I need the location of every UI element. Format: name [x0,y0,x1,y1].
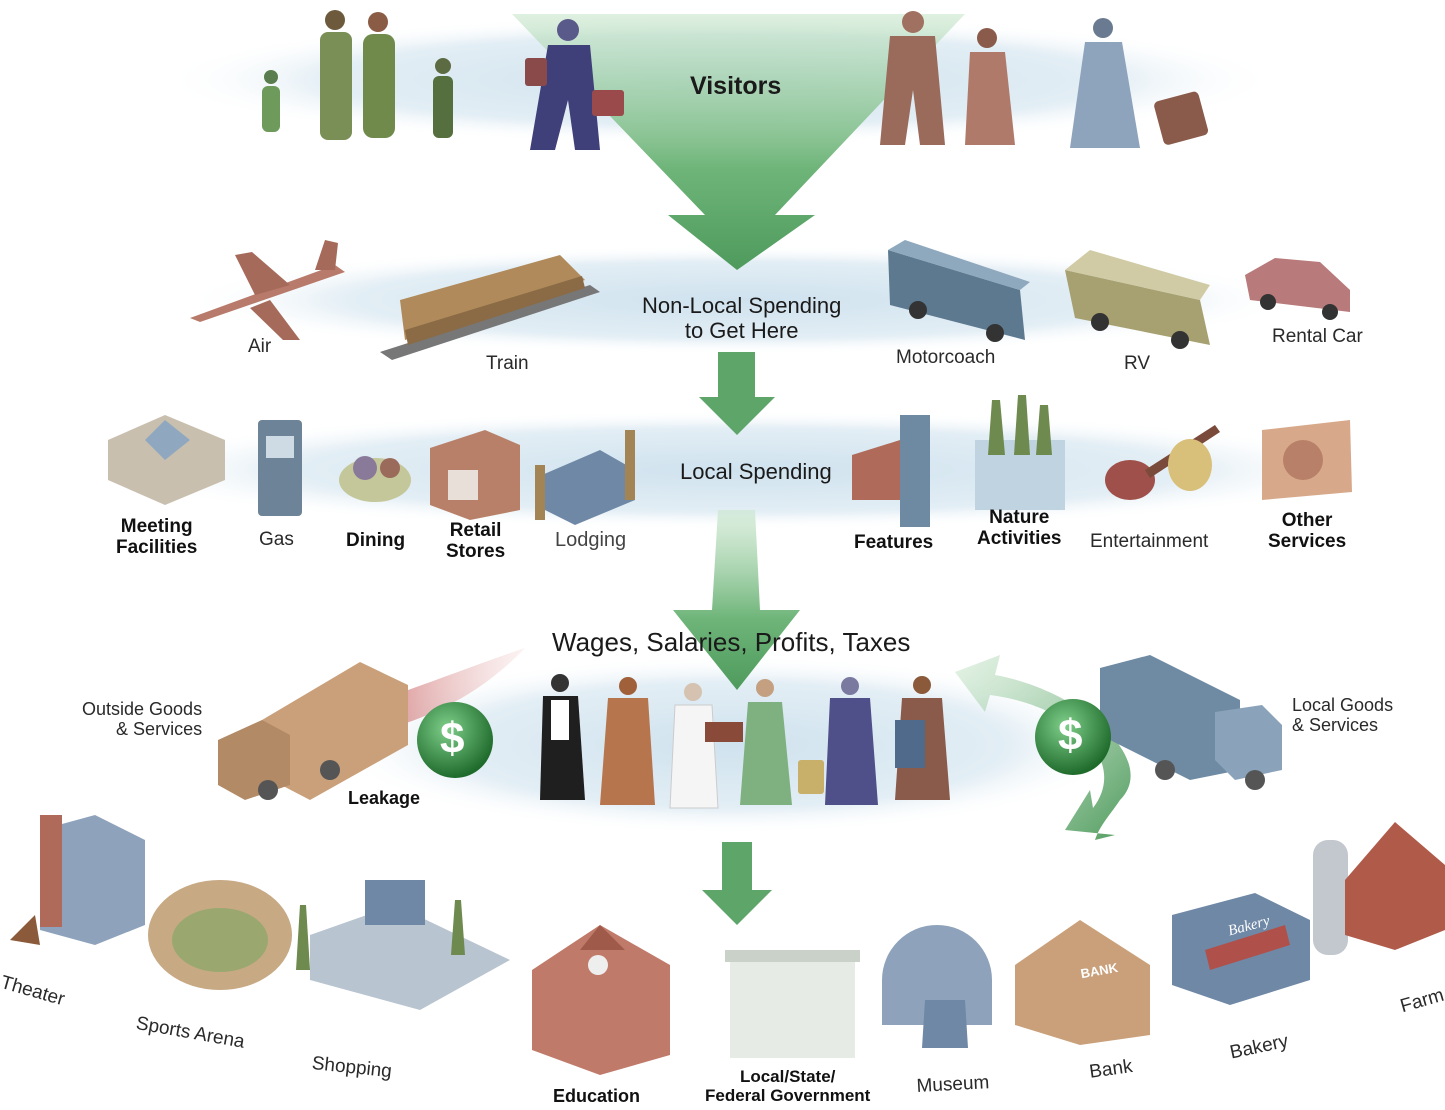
local-spending-label: Local Spending [680,459,832,484]
visitor-figures [262,10,1209,150]
gas-pump-icon [258,420,302,516]
sports-arena-icon [148,880,292,990]
lodging-bed-icon [535,430,635,525]
bakery-shop-icon: Bakery [1172,893,1310,1005]
features-castle-icon [852,415,930,527]
other-services-camera-icon [1262,420,1352,500]
worker-figures [540,674,950,809]
retail-store-icon [430,430,520,520]
spending-label-features: Features [854,532,934,553]
train-icon [380,255,600,360]
business-traveler-icon [525,19,624,150]
leakage-dollar-sign: $ [440,714,465,763]
visitors-funnel-arrow [512,14,965,270]
local-spending-icons [108,395,1352,527]
couple-figures-icon [880,11,1015,145]
family-figures-icon [262,10,453,140]
spending-label-nature-activities: Nature Activities [977,507,1062,550]
local-goods-truck-icon [1100,655,1282,790]
leakage-dollar-coin-icon [417,702,493,778]
meeting-facilities-icon [108,415,225,505]
transport-label-train: Train [486,353,529,374]
museum-dome-icon [882,925,992,1048]
farm-barn-icon [1313,822,1445,955]
shopping-center-icon [296,880,510,1010]
spending-label-lodging: Lodging [555,529,627,551]
spending-label-retail-stores: Retail Stores [446,520,506,563]
goods-trucks [218,655,1282,800]
dollar-coins [417,699,1111,778]
woman-figure-icon [740,679,792,805]
rv-icon [1065,250,1210,349]
wages-label: Wages, Salaries, Profits, Taxes [552,627,911,657]
dining-icon [339,456,411,502]
theater-building-icon [10,815,145,945]
local-dollar-coin-icon [1035,699,1111,775]
transport-label-air: Air [248,336,272,357]
spending-label-other-services: Other Services [1268,510,1347,553]
arrow-to-wages [673,510,800,690]
community-label-museum: Museum [916,1072,990,1097]
rental-car-icon [1245,258,1350,320]
community-buildings: BANK Bakery [10,815,1445,1075]
nature-activities-icon [975,395,1065,510]
transport-icons [190,240,1350,360]
non-local-spending-label: Non-Local Spending to Get Here [642,293,842,343]
pilot-figure-icon [798,677,878,805]
spending-label-entertainment: Entertainment [1090,531,1209,552]
community-label-education: Education [553,1086,641,1106]
motorcoach-icon [888,240,1030,342]
transport-label-motorcoach: Motorcoach [896,347,996,368]
arrow-to-local [699,352,775,435]
local-dollar-sign: $ [1058,711,1083,760]
outside-goods-truck-icon [218,662,408,800]
bank-building-icon: BANK [1015,920,1150,1045]
transport-label-rental-car: Rental Car [1272,326,1363,347]
local-goods-label: Local Goods & Services [1292,695,1394,736]
waiter-figure-icon [540,674,585,800]
bank-sign-text: BANK [1079,960,1119,981]
traveler-figure-icon [895,676,950,800]
spending-label-dining: Dining [346,530,406,551]
spending-label-meeting-facilities: Meeting Facilities [116,516,198,559]
arrow-to-community [702,842,772,925]
outside-goods-label: Outside Goods & Services [82,699,203,740]
baker-figure-icon [669,683,743,809]
government-building-icon [725,950,860,1058]
visitors-label: Visitors [690,72,782,100]
spending-label-gas: Gas [259,529,294,550]
community-label-government: Local/State/ Federal Government [705,1067,871,1106]
airplane-icon [190,240,345,340]
traveler-with-luggage-icon [1070,18,1209,148]
transport-label-rv: RV [1124,353,1151,374]
school-building-icon [532,925,670,1075]
entertainment-guitar-icon [1105,425,1220,500]
cowboy-figure-icon [600,677,655,805]
leakage-label: Leakage [348,788,421,808]
